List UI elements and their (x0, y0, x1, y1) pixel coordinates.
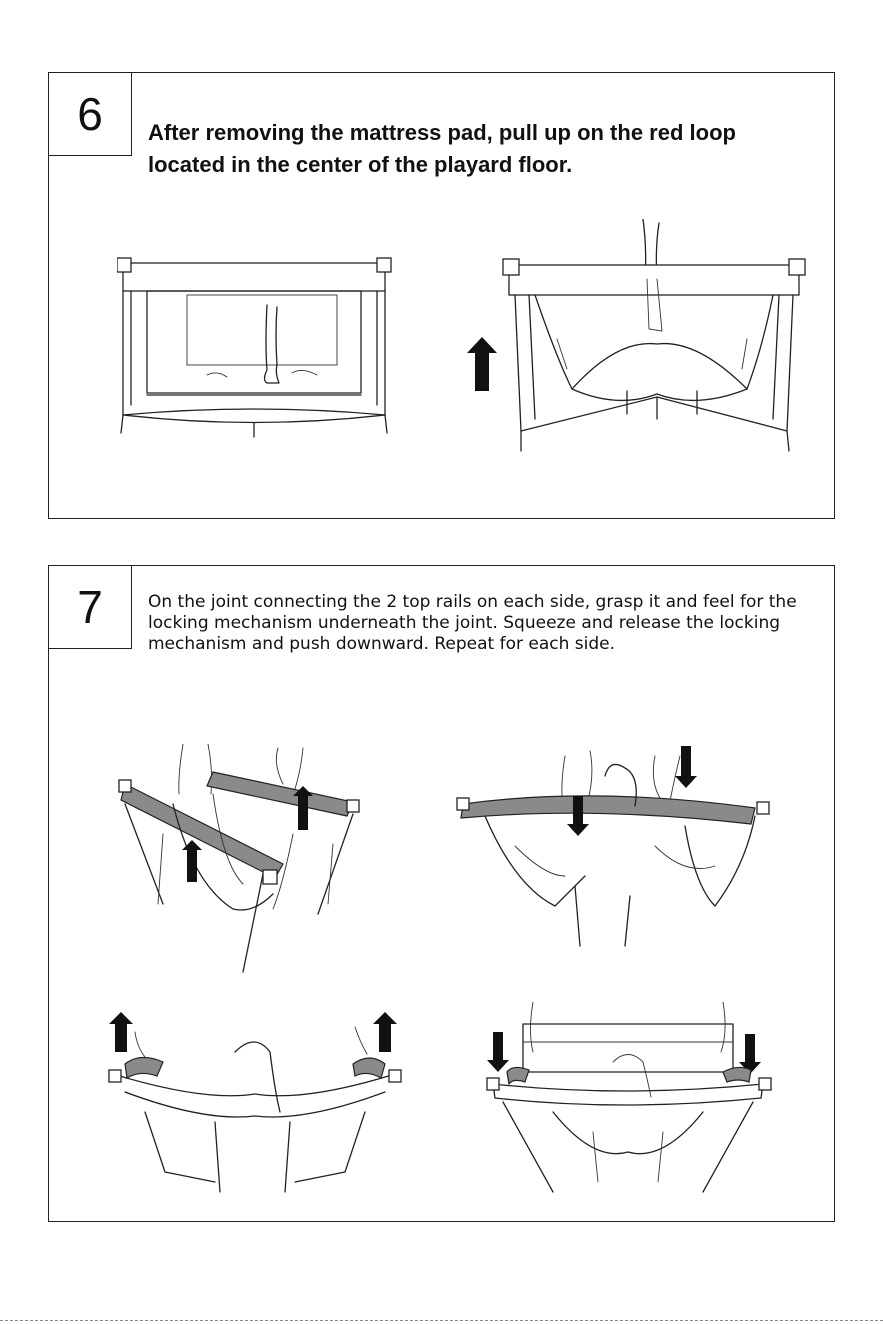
step-6-panel: 6 After removing the mattress pad, pull … (48, 72, 835, 519)
fold-illustration-4 (483, 1002, 773, 1212)
fold-illustration-3 (105, 1012, 405, 1202)
step-7-instruction: On the joint connecting the 2 top rails … (148, 592, 797, 654)
step-6-number: 6 (48, 72, 132, 156)
step-6-instruction: After removing the mattress pad, pull up… (148, 120, 736, 177)
step-7-number: 7 (48, 565, 132, 649)
up-arrow-icon (467, 337, 497, 392)
fold-illustration-1 (113, 744, 383, 974)
playard-reach-illustration (117, 255, 397, 445)
step-7-panel: 7 On the joint connecting the 2 top rail… (48, 565, 835, 1222)
playard-pull-up-illustration (497, 219, 812, 459)
fold-illustration-2 (455, 746, 775, 956)
page-bottom-divider (0, 1320, 883, 1321)
